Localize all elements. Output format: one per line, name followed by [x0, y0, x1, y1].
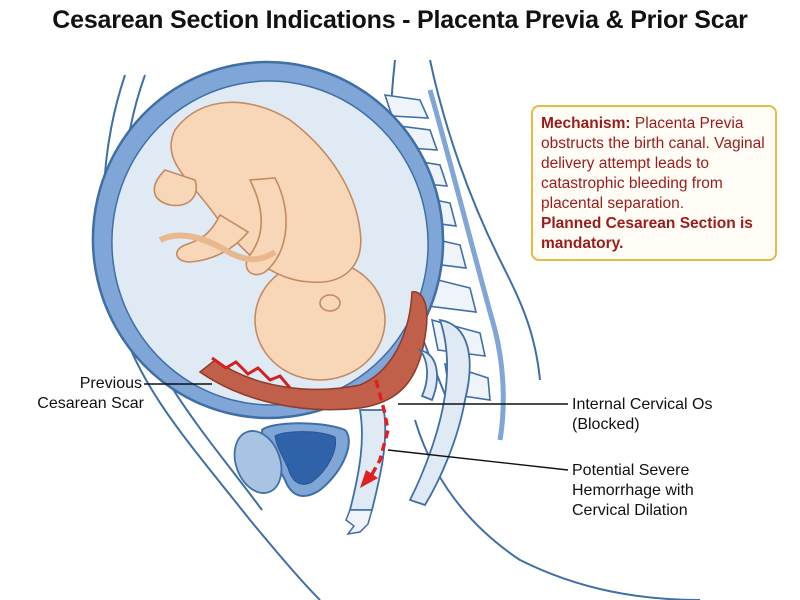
- umbilical-cord: [158, 232, 277, 263]
- scar-label-line-1: Previous: [79, 375, 142, 392]
- callout-mechanism-label: Mechanism:: [541, 115, 631, 132]
- previous-cesarean-scar: [211, 356, 292, 389]
- internal-os-label: Internal Cervical Os (Blocked): [572, 395, 713, 435]
- os-label-line-1: Internal Cervical Os: [572, 396, 713, 413]
- rectum: [408, 318, 471, 507]
- diagram-title: Cesarean Section Indications - Placenta …: [52, 6, 748, 34]
- pubic-symphysis: [233, 430, 283, 494]
- hemorrhage-label: Potential Severe Hemorrhage with Cervica…: [572, 461, 694, 521]
- spinal-cord: [427, 89, 506, 441]
- hemorrhage-label-line-1: Potential Severe: [572, 462, 690, 479]
- hemorrhage-label-line-3: Cervical Dilation: [572, 502, 688, 519]
- callout-conclusion: Planned Cesarean Section is mandatory.: [541, 215, 753, 252]
- cervix-and-vaginal-canal: [345, 409, 387, 536]
- leader-lines: [144, 383, 569, 471]
- placenta-previa: [198, 291, 428, 411]
- scar-label-line-2: Cesarean Scar: [37, 395, 144, 412]
- hemorrhage-arrow: [360, 379, 390, 488]
- mechanism-callout-box: Mechanism: Placenta Previa obstructs the…: [531, 105, 777, 261]
- os-label-line-2: (Blocked): [572, 416, 640, 433]
- hemorrhage-label-line-2: Hemorrhage with: [572, 482, 694, 499]
- previous-scar-label: Previous Cesarean Scar: [37, 374, 144, 414]
- fetus: [153, 101, 386, 381]
- callout-mechanism-text: Placenta Previa obstructs the birth cana…: [541, 115, 765, 212]
